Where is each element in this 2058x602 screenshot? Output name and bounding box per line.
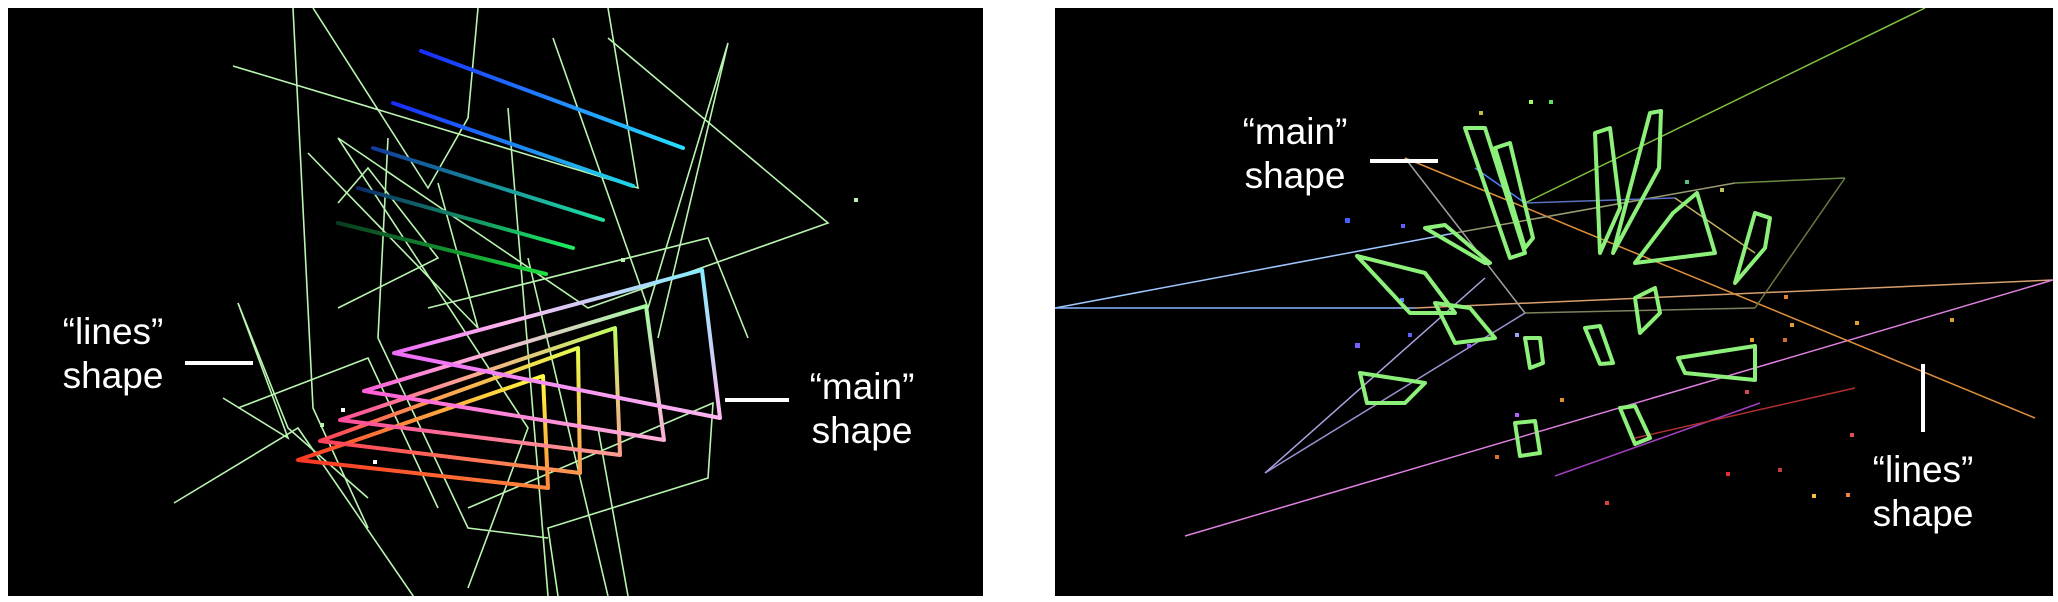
main-label-line1: “main”: [809, 366, 915, 407]
main-shape-label-left: “main” shape: [797, 365, 927, 453]
main-shape-left: [296, 268, 722, 490]
point-markers-right: [1345, 100, 1954, 505]
point-markers-left: [320, 198, 858, 464]
left-render-panel: [8, 8, 983, 596]
main-label-line1-right: “main”: [1242, 111, 1348, 152]
main-shape-label-right: “main” shape: [1230, 110, 1360, 198]
lines-leader-left: [185, 361, 253, 365]
main-shape-right: [1355, 109, 1772, 458]
main-leader-left: [725, 398, 789, 402]
lines-shape-left: [173, 8, 830, 596]
lines-shape-right: [1055, 8, 2053, 537]
right-scene: [1055, 8, 2053, 537]
lines-label-line2: shape: [62, 355, 164, 396]
main-leader-right: [1370, 159, 1438, 163]
lines-label-line2-right: shape: [1872, 493, 1974, 534]
lines-label-line1-right: “lines”: [1872, 449, 1974, 490]
lines-label-line1: “lines”: [62, 311, 164, 352]
gradient-strokes-left: [336, 49, 685, 276]
left-scene: [173, 8, 858, 596]
lines-shape-label-left: “lines” shape: [48, 310, 178, 398]
right-render-panel: [1055, 8, 2053, 596]
main-label-line2: shape: [811, 410, 913, 451]
lines-shape-label-right: “lines” shape: [1858, 448, 1988, 536]
lines-leader-right: [1921, 364, 1925, 432]
main-label-line2-right: shape: [1244, 155, 1346, 196]
